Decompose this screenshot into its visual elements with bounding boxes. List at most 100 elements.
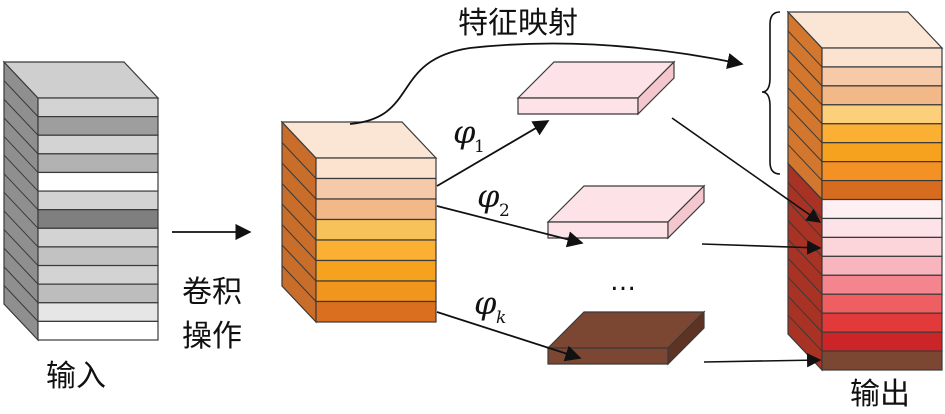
conv-side-line [281,162,317,200]
output-layer [821,123,943,144]
output-layer [821,142,943,163]
conv-side-line [281,244,317,282]
output-layer [821,293,943,314]
output-layer [821,312,943,333]
output-side-line [787,257,823,295]
output-side-line [787,276,823,314]
input-layer [37,153,159,174]
input-layer [37,283,159,304]
output-layer [821,66,943,87]
input-side-line [3,117,39,155]
conv-side-line [281,142,317,179]
box1-side-face [637,60,675,116]
output-side-line [787,68,823,106]
svg-text:φ: φ [453,113,476,151]
input-side-line [3,229,39,266]
conv-side-line [281,265,317,302]
input-layer [37,246,159,267]
feature-map-box-k [546,310,706,366]
box1-to-output-line [671,117,822,223]
input-layer [37,264,159,285]
input-side-line [3,266,39,304]
input-side-line [3,210,39,248]
input-side-line [3,98,39,136]
phi-2-label: φ 2 [477,177,510,221]
phi1-arrow [436,120,550,187]
phik-arrow [436,311,582,362]
conv-side-line [281,224,317,261]
output-side-line [787,238,823,276]
boxk-side-face [667,310,705,366]
output-layer [821,104,943,125]
svg-text:2: 2 [499,201,510,221]
conv-side-line [281,183,317,220]
ellipsis-label: … [610,267,636,297]
input-side-line [3,247,39,285]
phi-1-label: φ 1 [453,113,485,157]
conv-layer [315,239,437,262]
output-side-line [787,106,823,144]
output-side-line [787,201,823,238]
output-brace [761,11,781,175]
output-side-line [787,30,823,68]
output-layer [821,47,943,68]
box2-side-face [667,184,705,240]
conv-layer [315,177,437,200]
input-layer [37,209,159,229]
feature-map-box-1 [516,60,676,116]
box2-front-face [547,221,669,239]
output-layer [821,255,943,276]
conv-layer [315,218,437,241]
input-side-line [3,154,39,192]
output-side-line [787,125,823,162]
input-layer [37,134,159,155]
feature-map-label: 特征映射 [458,6,578,41]
input-side-line [3,173,39,211]
box1-front-face [517,97,639,115]
input-layer [37,116,159,136]
boxk-front-face [547,347,669,365]
feature-map-box-2 [546,184,706,240]
input-label: 输入 [46,359,106,394]
conv-label-line1: 卷积 [182,275,242,310]
input-layer [37,302,159,322]
conv-layer [315,157,437,180]
input-layer [37,171,159,192]
phi2-arrow [436,205,584,248]
output-layer [821,331,943,352]
input-side-line [3,285,39,322]
output-layer [821,85,943,106]
input-stack [2,60,160,342]
output-label: 输出 [850,377,910,412]
output-side-line [787,87,823,125]
conv-side-line [281,203,317,241]
output-layer [821,217,943,239]
input-side-line [3,80,39,117]
output-stack [786,10,944,372]
output-side-line [787,49,823,87]
conv-feature-stack [280,120,438,324]
conv-layer [315,198,437,221]
phi-k-label: φ k [474,284,506,328]
output-side-line [787,295,823,333]
boxk-to-output-line [703,353,822,368]
svg-text:k: k [496,308,506,328]
output-side-line [787,314,823,352]
svg-text:1: 1 [474,137,485,157]
input-layer [37,320,159,341]
conv-layer [315,280,437,303]
input-side-face [3,60,39,342]
input-layer [37,97,159,118]
conv-layer [315,300,437,323]
input-layer [37,227,159,248]
svg-text:φ: φ [477,177,500,215]
output-layer [821,274,943,295]
svg-text:φ: φ [474,284,497,322]
output-side-line [787,144,823,181]
output-layer [821,161,943,182]
conv-layer [315,259,437,282]
input-side-line [3,191,39,229]
input-layer [37,190,159,211]
output-layer [821,350,943,371]
